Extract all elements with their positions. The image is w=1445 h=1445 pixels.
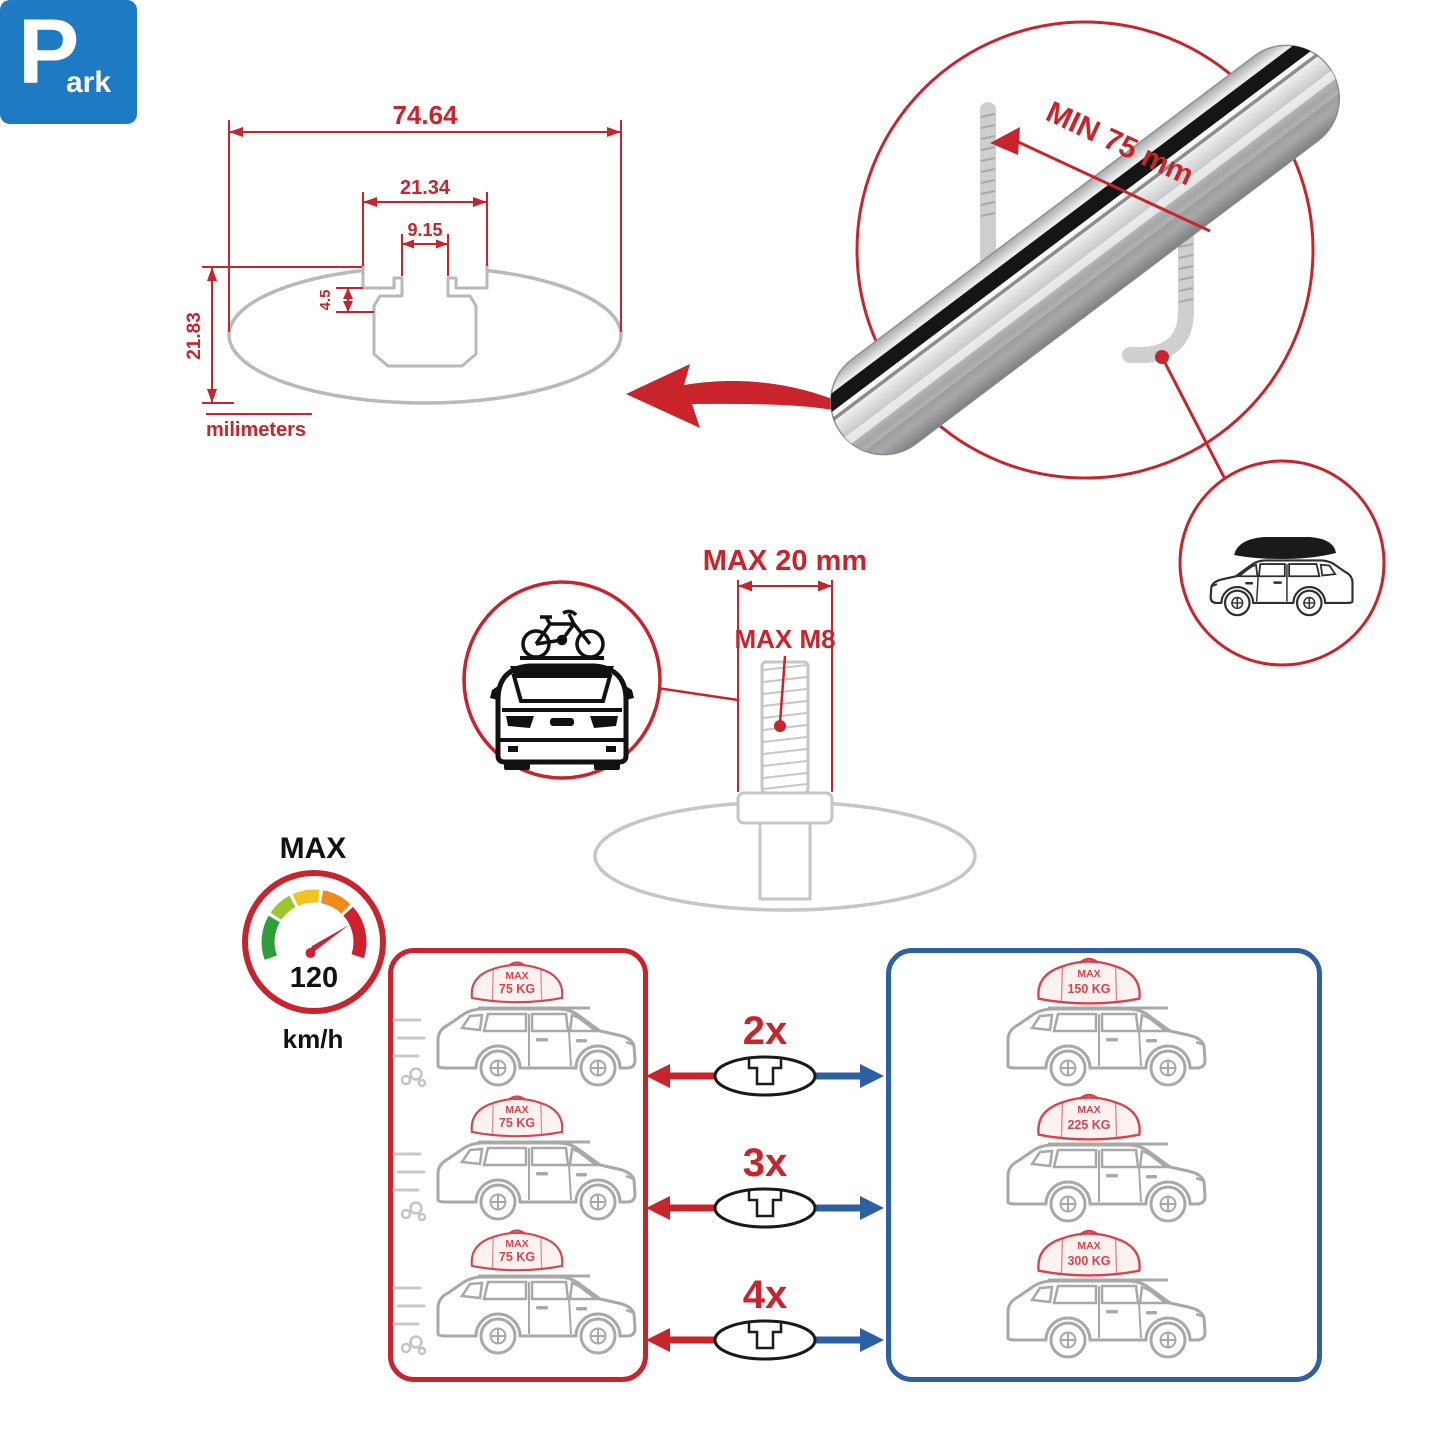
dim-total-width xyxy=(228,120,622,332)
gauge-needle xyxy=(307,925,349,957)
park-sign: P ark xyxy=(0,0,137,124)
motion-lines xyxy=(392,1286,426,1326)
t-slot-icon xyxy=(747,1322,783,1350)
bar-count-row-1: 2x xyxy=(646,1009,884,1097)
gauge-arc xyxy=(261,889,367,960)
parked-car-2: MAX 225 KG xyxy=(1006,1093,1207,1223)
parked-car-1: MAX 150 KG xyxy=(1006,957,1207,1087)
dim-slot-outer xyxy=(362,192,488,266)
bolt-thread-label: MAX M8 xyxy=(734,624,835,654)
driving-car-2: MAX 75 KG xyxy=(392,1095,637,1222)
driving-car-3: MAX 75 KG xyxy=(392,1229,637,1356)
aluminum-crossbar xyxy=(830,36,1361,476)
pointer-swoosh-arrow xyxy=(626,364,872,428)
dim-lip-depth-label: 4.5 xyxy=(317,290,334,311)
motion-lines xyxy=(392,1018,426,1058)
bolt-diagram: MAX 20 mm MAX M8 xyxy=(462,545,977,912)
exhaust-smoke xyxy=(400,1067,427,1088)
speed-value: 120 xyxy=(290,962,338,994)
load-label: MAX xyxy=(505,1238,528,1250)
units-label: milimeters xyxy=(206,419,306,441)
load-value: 75 KG xyxy=(499,982,535,996)
dim-lip-depth xyxy=(336,287,374,313)
speedometer: 120 xyxy=(242,870,386,1014)
bolt-length-label: MAX 20 mm xyxy=(703,545,867,577)
t-slot-icon xyxy=(747,1190,783,1218)
load-label: MAX xyxy=(1077,968,1100,980)
dim-total-height-label: 21.83 xyxy=(184,312,205,360)
car-front-icon xyxy=(490,663,634,770)
load-label: MAX xyxy=(505,970,528,982)
load-value: 225 KG xyxy=(1067,1118,1110,1132)
suv-illustration xyxy=(1006,1279,1207,1359)
bar-profile-icon xyxy=(713,1319,817,1361)
parked-car-3: MAX 300 KG xyxy=(1006,1229,1207,1359)
t-slot-icon xyxy=(747,1058,783,1086)
cross-section-diagram: 74.64 21.34 9.15 4.5 xyxy=(184,100,623,441)
dim-total-width-label: 74.64 xyxy=(392,100,458,130)
thread-callout-dot xyxy=(774,720,786,732)
speed-max-title: MAX xyxy=(279,832,347,865)
bar-profile-icon xyxy=(713,1055,817,1097)
suv-illustration xyxy=(1006,1143,1207,1223)
blue-arrow-head xyxy=(860,1064,884,1088)
bar-profile-icon xyxy=(713,1187,817,1229)
suv-illustration xyxy=(436,1007,637,1087)
suv-illustration xyxy=(436,1141,637,1221)
dim-total-height xyxy=(202,266,362,404)
park-sign-suffix: ark xyxy=(66,66,112,99)
suv-illustration xyxy=(1006,1007,1207,1087)
red-arrow-head xyxy=(646,1328,670,1352)
count-label: 4x xyxy=(743,1273,788,1317)
motion-lines xyxy=(392,1152,426,1192)
car-with-roofbox-badge xyxy=(1178,459,1386,667)
exhaust-smoke xyxy=(400,1201,427,1222)
load-value: 300 KG xyxy=(1067,1254,1110,1268)
load-label: MAX xyxy=(1077,1104,1100,1116)
load-label: MAX xyxy=(1077,1240,1100,1252)
load-value: 75 KG xyxy=(499,1250,535,1264)
bar-count-row-2: 3x xyxy=(646,1141,884,1229)
count-label: 3x xyxy=(743,1141,788,1185)
t-slot-channel xyxy=(361,264,489,368)
driving-car-1: MAX 75 KG xyxy=(392,961,637,1088)
bar-count-row-3: 4x xyxy=(646,1273,884,1361)
suv-illustration xyxy=(436,1275,637,1355)
bike-on-car-badge xyxy=(462,580,662,780)
roof-box xyxy=(1234,537,1336,559)
thread-callout-line xyxy=(778,655,787,724)
dim-slot-outer-label: 21.34 xyxy=(400,177,451,199)
clamp-stem xyxy=(758,821,812,901)
load-label: MAX xyxy=(505,1104,528,1116)
count-label: 2x xyxy=(743,1009,788,1053)
crossbar-detail: MIN 75 mm xyxy=(830,20,1386,667)
load-value: 75 KG xyxy=(499,1116,535,1130)
red-arrow-head xyxy=(646,1064,670,1088)
callout-line xyxy=(1160,356,1230,486)
load-value: 150 KG xyxy=(1067,982,1110,996)
bike-callout-line xyxy=(656,686,739,702)
blue-arrow-head xyxy=(860,1196,884,1220)
dim-bolt-length xyxy=(737,580,833,792)
exhaust-smoke xyxy=(400,1335,427,1356)
speed-unit: km/h xyxy=(282,1024,344,1054)
park-sign-letter: P xyxy=(18,1,80,103)
red-arrow-head xyxy=(646,1196,670,1220)
t-bolt-head xyxy=(736,791,834,825)
mounting-clamp xyxy=(980,102,1194,363)
dim-slot-inner xyxy=(401,234,449,276)
blue-arrow-head xyxy=(860,1328,884,1352)
dim-slot-inner-label: 9.15 xyxy=(407,220,442,240)
